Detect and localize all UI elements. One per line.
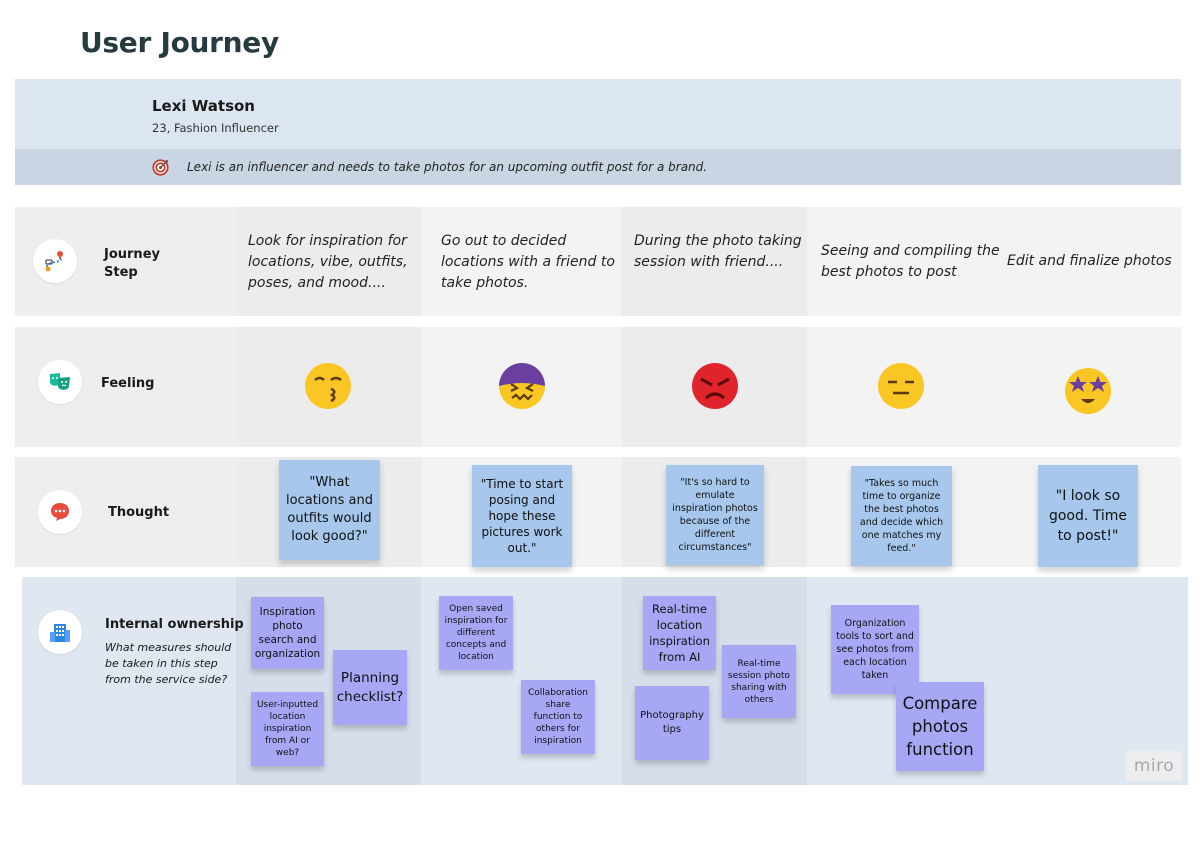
angry-face-emoji [692, 363, 738, 409]
thought-sticky-1[interactable]: "What locations and outfits would look g… [279, 460, 380, 560]
persona-name: Lexi Watson [152, 97, 255, 115]
page-title: User Journey [80, 26, 279, 59]
internal-ownership-sublabel: What measures should be taken in this st… [105, 641, 232, 686]
journey-step-5: Edit and finalize photos [1007, 253, 1172, 269]
miro-watermark: miro [1126, 751, 1182, 781]
theater-masks-icon [38, 360, 82, 404]
thought-sticky-4[interactable]: "Takes so much time to organize the best… [851, 466, 952, 566]
ownership-note-real-time-location[interactable]: Real-time location inspiration from AI [643, 596, 716, 670]
thought-sticky-3[interactable]: "It's so hard to emulate inspiration pho… [666, 465, 764, 565]
confounded-face-emoji [499, 363, 545, 409]
expressionless-face-emoji [878, 363, 924, 409]
thought-row: Thought [15, 457, 1181, 567]
ownership-note-photography-tips[interactable]: Photography tips [635, 686, 709, 760]
feeling-label: Feeling [101, 376, 155, 391]
ownership-note-planning-checklist[interactable]: Planning checklist? [333, 650, 407, 725]
thought-sticky-2[interactable]: "Time to start posing and hope these pic… [472, 465, 572, 567]
journey-step-label-line1: Journey [104, 247, 160, 262]
map-route-icon [33, 239, 77, 283]
ownership-note-open-saved-inspiration[interactable]: Open saved inspiration for different con… [439, 596, 513, 670]
thought-sticky-5[interactable]: "I look so good. Time to post!" [1038, 465, 1138, 567]
ownership-note-compare-photos[interactable]: Compare photos function [896, 682, 984, 771]
target-icon [152, 159, 169, 176]
office-building-icon [38, 610, 82, 654]
kissing-face-emoji [305, 363, 351, 409]
ownership-note-collaboration-share[interactable]: Collaboration share function to others f… [521, 680, 595, 754]
persona-goal-bar: Lexi is an influencer and needs to take … [15, 149, 1181, 185]
internal-ownership-label: Internal ownership [105, 617, 244, 632]
thought-label: Thought [108, 505, 170, 520]
ownership-note-organization-tools[interactable]: Organization tools to sort and see photo… [831, 605, 919, 694]
persona-goal-text: Lexi is an influencer and needs to take … [187, 160, 708, 174]
ownership-note-real-time-session[interactable]: Real-time session photo sharing with oth… [722, 645, 796, 718]
ownership-note-inspiration-search[interactable]: Inspiration photo search and organizatio… [251, 597, 324, 669]
journey-step-label-line2: Step [104, 265, 138, 280]
speech-bubble-icon [38, 490, 82, 534]
star-struck-emoji [1065, 368, 1111, 414]
ownership-note-user-inputted-location[interactable]: User-inputted location inspiration from … [251, 692, 324, 766]
persona-subtitle: 23, Fashion Influencer [152, 121, 279, 135]
internal-ownership-row: Internal ownership What measures should … [22, 577, 1188, 785]
feeling-row: Feeling [15, 327, 1181, 447]
persona-header: Lexi Watson 23, Fashion Influencer [15, 79, 1181, 149]
